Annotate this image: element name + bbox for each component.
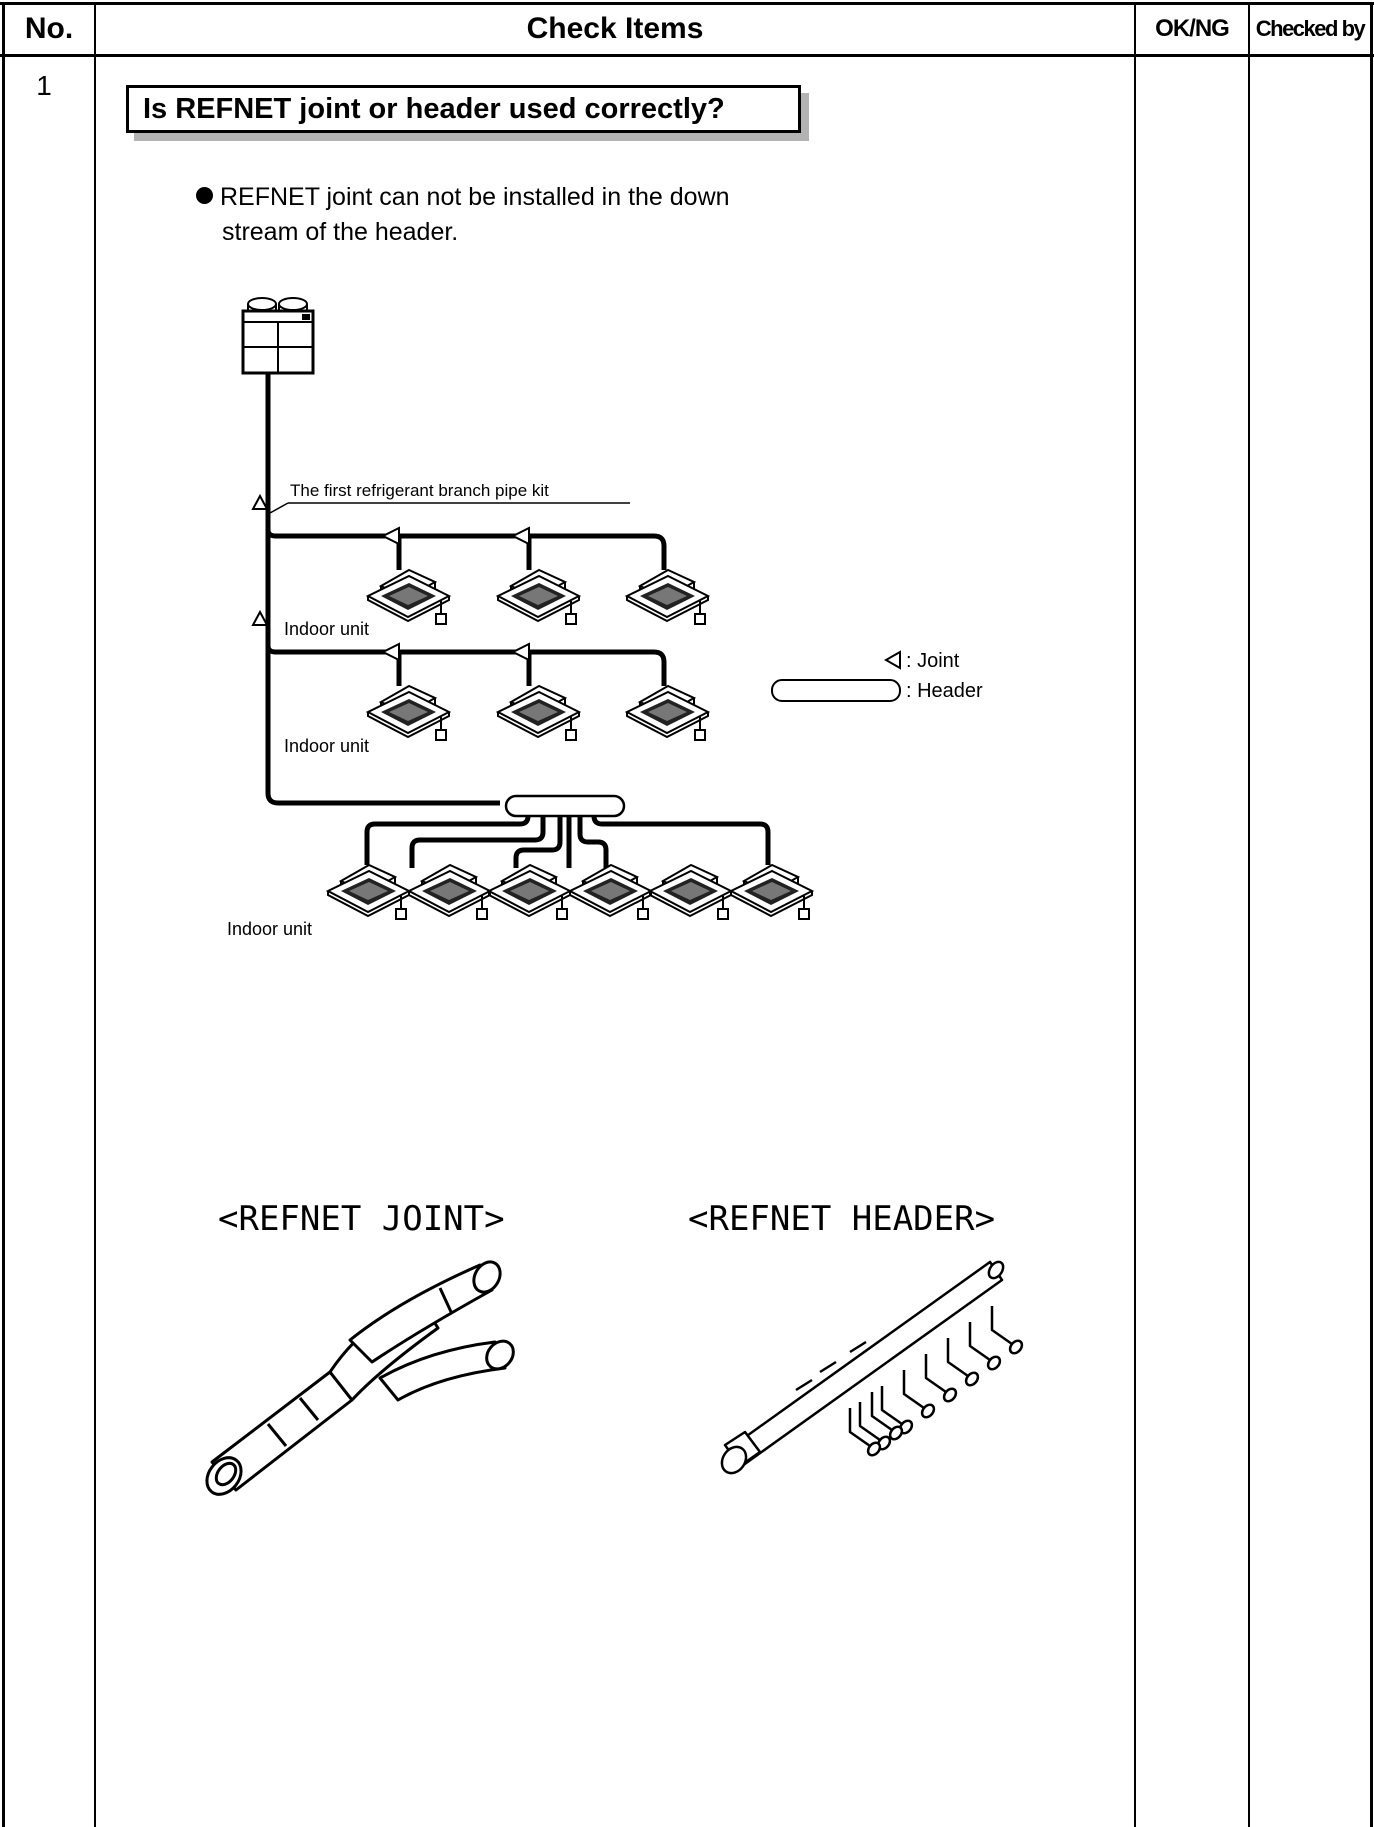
check-item-title: Is REFNET joint or header used correctly… xyxy=(126,85,801,133)
indoor-units-row-2 xyxy=(367,685,709,741)
check-item-title-text: Is REFNET joint or header used correctly… xyxy=(143,92,725,125)
header-pipe-icon xyxy=(504,794,626,818)
legend-header-label: : Header xyxy=(906,680,983,702)
outdoor-unit-icon xyxy=(241,297,315,375)
refnet-header-icon xyxy=(720,1260,1024,1475)
first-joint-icon xyxy=(252,495,268,510)
header-checked-by: Checked by xyxy=(1255,16,1366,41)
joint-icon xyxy=(512,527,530,545)
bullet-note: REFNET joint can not be installed in the… xyxy=(196,180,816,250)
refnet-header-title: <REFNET HEADER> xyxy=(688,1199,995,1239)
bullet-dot-icon xyxy=(196,187,213,204)
joint-icon xyxy=(382,643,400,661)
legend-joint-icon xyxy=(883,650,901,670)
joint-icon xyxy=(252,611,268,626)
table-left-border xyxy=(2,2,5,1827)
table-top-border xyxy=(0,2,1374,5)
header-check-items: Check Items xyxy=(526,12,704,45)
row-number: 1 xyxy=(36,70,52,101)
indoor-units-row-3 xyxy=(327,864,813,920)
first-kit-label: The first refrigerant branch pipe kit xyxy=(290,481,549,500)
header-ok-ng: OK/NG xyxy=(1155,15,1230,42)
header-no: No. xyxy=(24,12,74,45)
indoor-unit-label-2: Indoor unit xyxy=(284,736,369,756)
bullet-line-1: REFNET joint can not be installed in the… xyxy=(220,183,730,211)
legend-joint-label: : Joint xyxy=(906,650,960,672)
column-divider-checked xyxy=(1248,2,1250,1827)
joint-icon xyxy=(382,527,400,545)
table-right-border xyxy=(1370,2,1373,1827)
column-divider-okng xyxy=(1134,2,1136,1827)
indoor-unit-label-3: Indoor unit xyxy=(227,919,312,939)
refnet-joint-title: <REFNET JOINT> xyxy=(218,1199,505,1239)
indoor-units-row-1 xyxy=(367,569,709,625)
table-header-divider xyxy=(0,54,1374,57)
joint-icon xyxy=(512,643,530,661)
column-divider-no xyxy=(94,2,96,1827)
refnet-joint-icon xyxy=(205,1260,515,1496)
refrigerant-pipes xyxy=(265,373,771,868)
indoor-unit-label-1: Indoor unit xyxy=(284,619,369,639)
legend-header-icon xyxy=(771,679,901,702)
bullet-line-2: stream of the header. xyxy=(222,218,459,246)
